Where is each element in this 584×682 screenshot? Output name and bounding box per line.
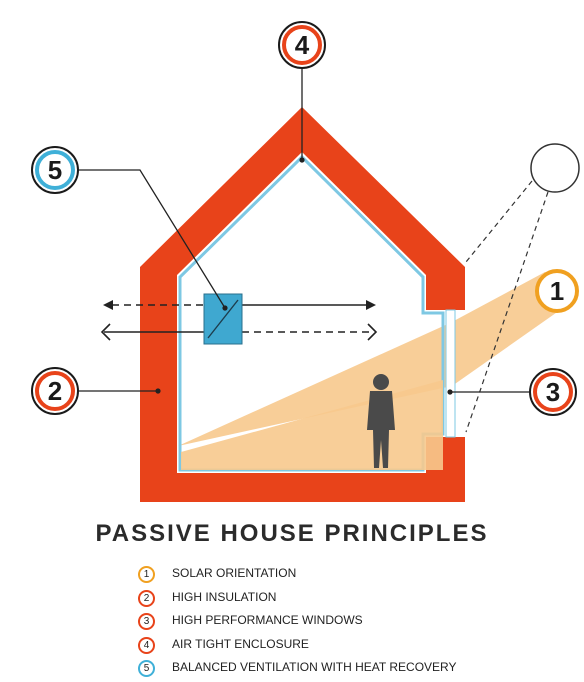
leader-dot-4 [299, 157, 305, 163]
legend: 1 SOLAR ORIENTATION 2 HIGH INSULATION 3 … [138, 564, 578, 682]
fresh-air-chevron-icon [100, 323, 111, 341]
supply-arrowhead-icon [366, 300, 376, 310]
callout-2: 2 [31, 367, 79, 415]
leader-dot-2 [155, 388, 161, 394]
callout-2-ring [35, 371, 75, 411]
callout-1-ring [535, 269, 579, 313]
legend-badge: 2 [138, 589, 155, 607]
legend-label: HIGH INSULATION [172, 589, 277, 604]
legend-badge: 4 [138, 636, 155, 654]
legend-label: AIR TIGHT ENCLOSURE [172, 636, 309, 651]
window-frame [445, 309, 456, 438]
leader-dot-5 [222, 305, 228, 311]
callout-4-number: 4 [295, 30, 310, 60]
callout-1: 1 [535, 269, 579, 313]
leader-dot-3 [447, 389, 453, 395]
sun-icon [530, 143, 580, 193]
legend-label: SOLAR ORIENTATION [172, 566, 297, 580]
legend-badge: 3 [138, 613, 155, 630]
callout-5: 5 [31, 146, 79, 194]
house-illustration: 4 5 2 3 1 [31, 21, 580, 502]
callout-3-ring [533, 372, 573, 412]
legend-badge: 5 [138, 660, 155, 677]
legend-item: 5 BALANCED VENTILATION WITH HEAT RECOVER… [138, 658, 578, 682]
return-air-chevron-icon [367, 323, 378, 341]
sunlight-beam [178, 272, 563, 446]
sun-ray-upper [465, 180, 533, 263]
exhaust-arrowhead-icon [103, 300, 113, 310]
callout-1-number: 1 [550, 276, 564, 306]
legend-item: 2 HIGH INSULATION [138, 588, 578, 612]
ventilation-system [100, 293, 378, 345]
callout-5-number: 5 [48, 155, 62, 185]
legend-item: 4 AIR TIGHT ENCLOSURE [138, 635, 578, 659]
callout-3: 3 [529, 368, 577, 416]
callout-5-ring [35, 150, 75, 190]
legend-item: 1 SOLAR ORIENTATION [138, 564, 578, 588]
callout-4-ring [282, 25, 322, 65]
callout-2-number: 2 [48, 376, 62, 406]
callout-3-number: 3 [546, 377, 560, 407]
legend-item: 3 HIGH PERFORMANCE WINDOWS [138, 611, 578, 635]
legend-badge: 1 [138, 566, 155, 583]
heat-exchanger-diagonal [207, 299, 239, 339]
house-outer-wall [140, 107, 465, 502]
legend-label: HIGH PERFORMANCE WINDOWS [172, 613, 363, 627]
person-icon [367, 374, 395, 468]
diagram-title: PASSIVE HOUSE PRINCIPLES [95, 520, 489, 547]
callout-4: 4 [278, 21, 326, 69]
leader-line-5 [78, 169, 226, 309]
legend-label: BALANCED VENTILATION WITH HEAT RECOVERY [172, 660, 457, 674]
